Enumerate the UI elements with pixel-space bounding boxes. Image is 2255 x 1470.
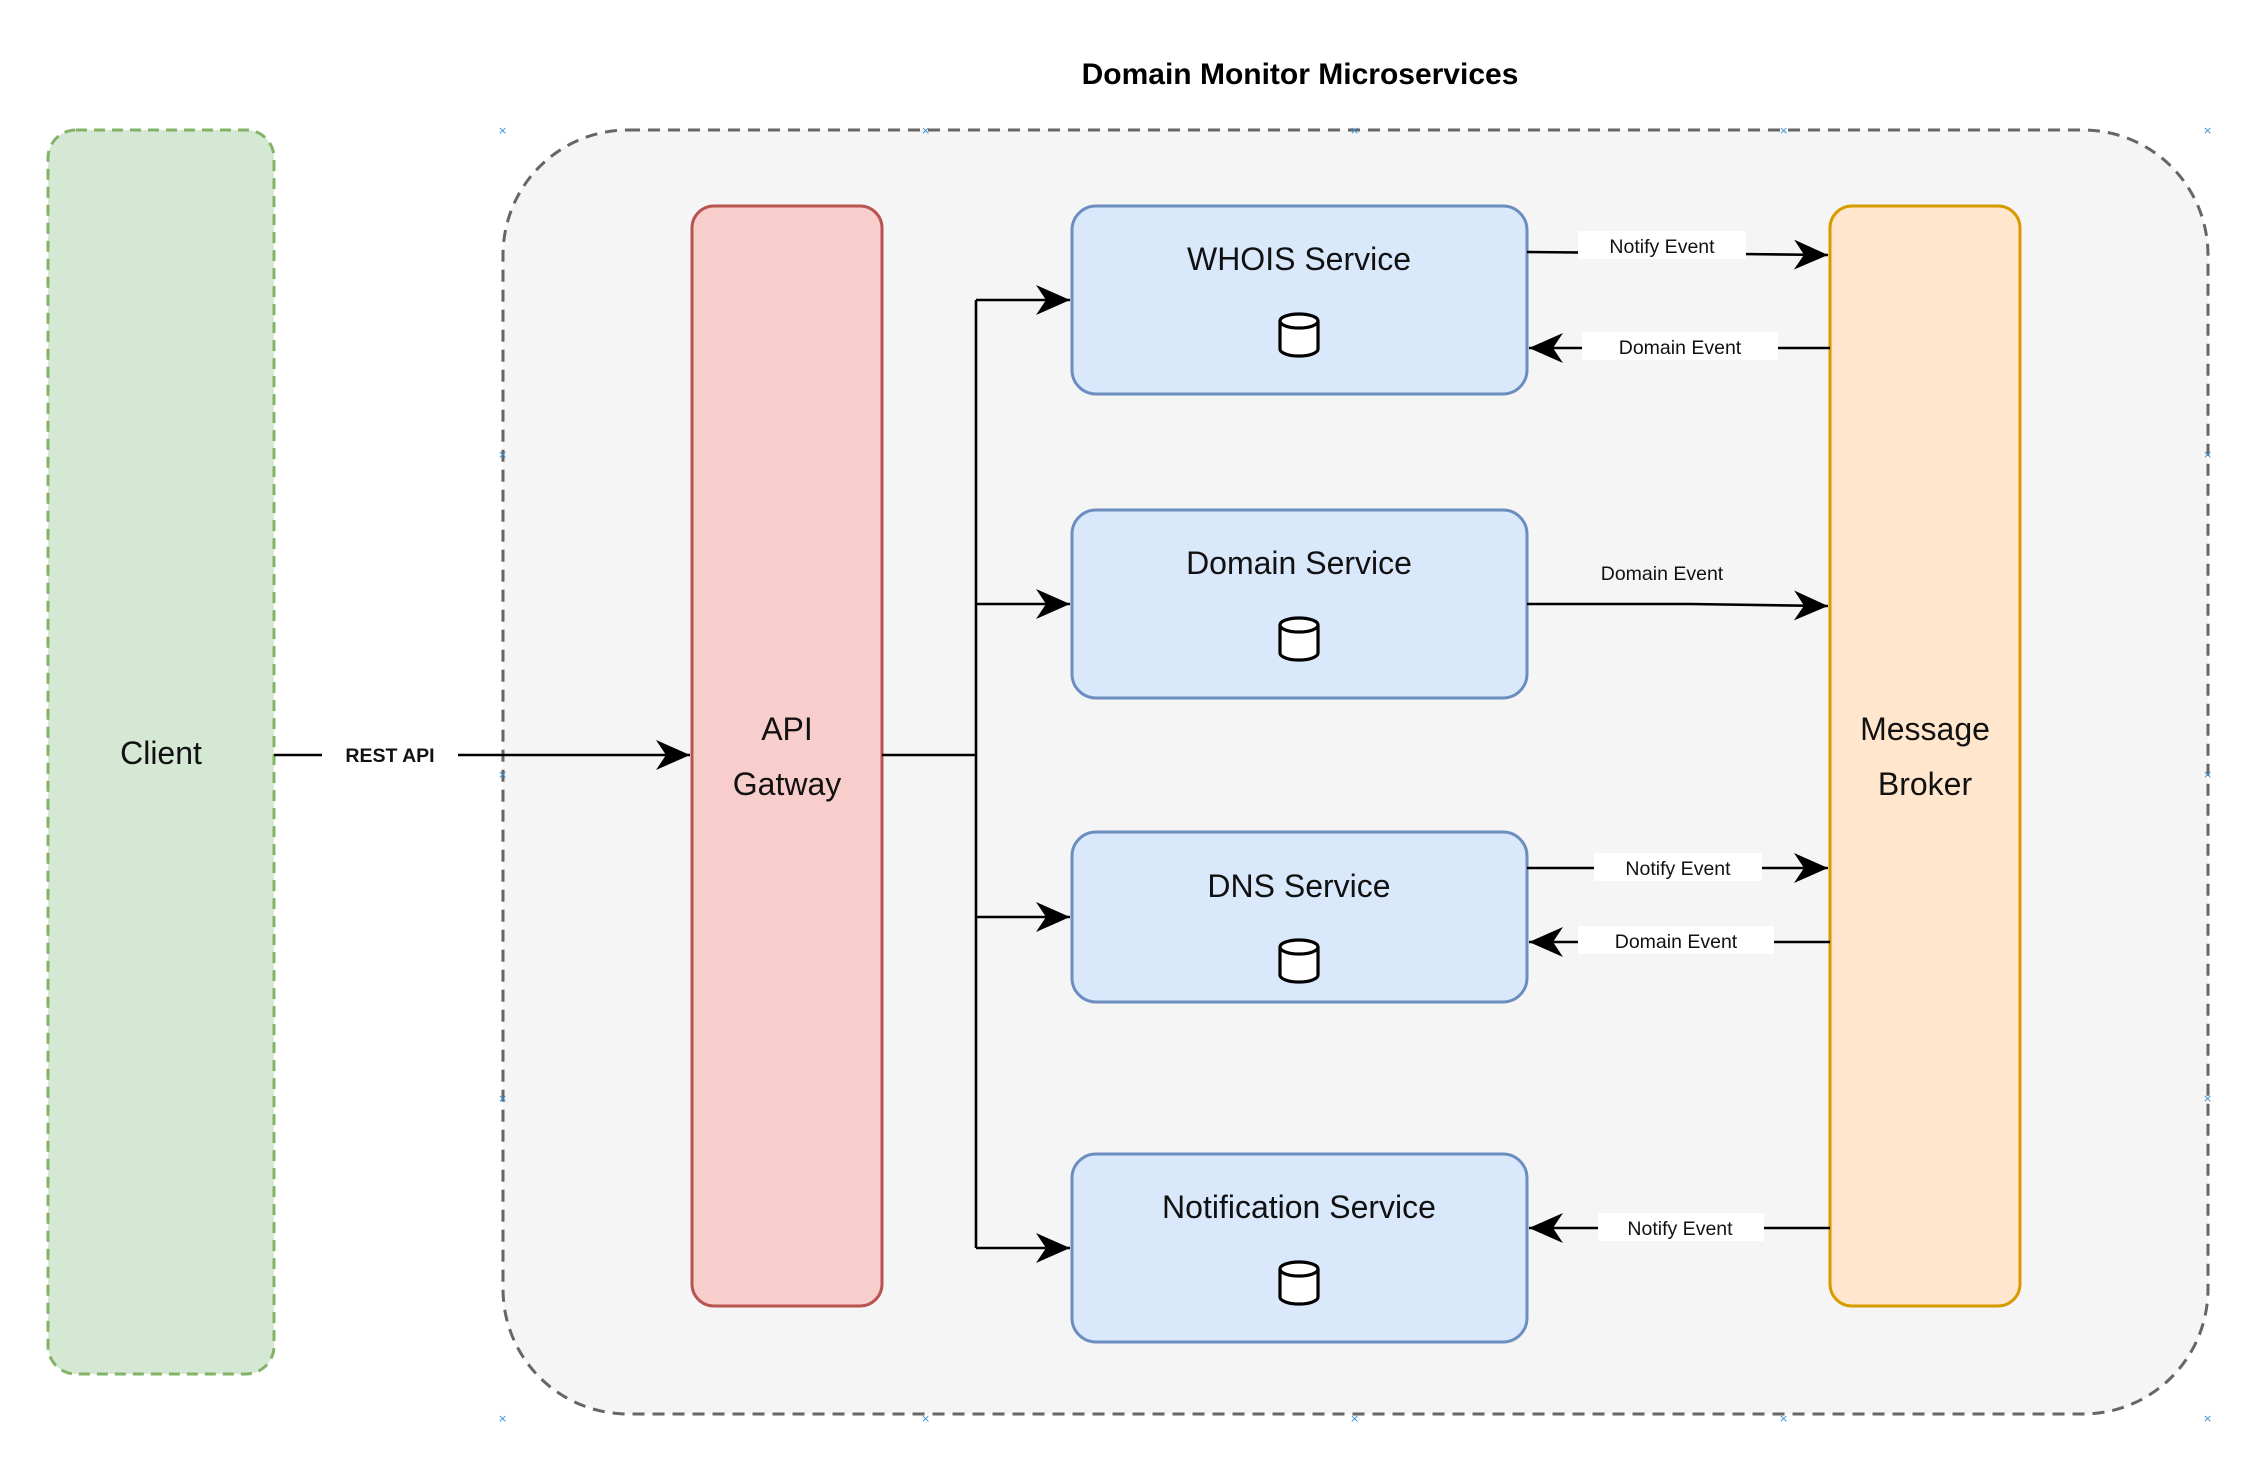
edge-dns-notify-event[interactable]: Notify Event <box>1527 853 1828 883</box>
message-broker-node[interactable]: Message Broker <box>1828 204 2022 1308</box>
selection-handle: × <box>498 1412 507 1425</box>
whois-service-node[interactable]: WHOIS Service <box>1070 204 1529 396</box>
selection-handle: × <box>2203 1412 2212 1425</box>
selection-handle: × <box>1350 124 1359 137</box>
edge-label-notify-event: Notify Event <box>1625 858 1731 880</box>
edge-label-notify-event: Notify Event <box>1609 236 1715 258</box>
edge-label-notify-event: Notify Event <box>1627 1218 1733 1240</box>
notification-service-label: Notification Service <box>1162 1189 1436 1225</box>
microservices-container[interactable]: × × × × × × × × × × × × × × × × <box>498 124 2212 1425</box>
database-icon <box>1278 312 1320 358</box>
edge-label-domain-event: Domain Event <box>1619 337 1742 359</box>
edge-whois-domain-event[interactable]: Domain Event <box>1529 332 1830 363</box>
domain-service-label: Domain Service <box>1186 545 1412 581</box>
selection-handle: × <box>1779 1412 1788 1425</box>
notification-service-node[interactable]: Notification Service <box>1070 1152 1529 1344</box>
api-gateway-node[interactable]: API Gatway <box>690 204 884 1308</box>
selection-handle: × <box>921 124 930 137</box>
database-icon <box>1278 1260 1320 1306</box>
selection-handle: × <box>498 124 507 137</box>
edge-whois-notify-event[interactable]: Notify Event <box>1526 231 1829 270</box>
whois-service-box[interactable] <box>1070 204 1529 396</box>
selection-markers: × × × × × × × × × × × × × × × × <box>498 124 2212 1425</box>
message-broker-label-line2: Broker <box>1878 766 1973 802</box>
edge-client-to-gateway[interactable]: REST API <box>274 740 690 770</box>
selection-handle: × <box>2203 768 2212 781</box>
dns-service-node[interactable]: DNS Service <box>1070 830 1529 1004</box>
selection-handle: × <box>1350 1412 1359 1425</box>
api-gateway-box[interactable] <box>690 204 884 1308</box>
dns-service-label: DNS Service <box>1207 868 1390 904</box>
container-box[interactable] <box>501 128 2210 1416</box>
edge-label-domain-event: Domain Event <box>1615 931 1738 953</box>
domain-service-node[interactable]: Domain Service <box>1070 508 1529 700</box>
edge-gateway-fanout[interactable] <box>882 300 978 1248</box>
message-broker-box[interactable] <box>1828 204 2022 1308</box>
selection-handle: × <box>498 1092 507 1105</box>
edge-notification-notify-event[interactable]: Notify Event <box>1529 1213 1830 1243</box>
client-node[interactable]: Client <box>46 128 276 1376</box>
selection-handle: × <box>921 1412 930 1425</box>
edge-label-domain-event: Domain Event <box>1601 563 1724 585</box>
whois-service-label: WHOIS Service <box>1187 241 1411 277</box>
selection-handle: × <box>2203 124 2212 137</box>
edge-domain-service-event[interactable]: Domain Event <box>1527 563 1829 621</box>
notification-service-box[interactable] <box>1070 1152 1529 1344</box>
api-gateway-label-line2: Gatway <box>733 766 841 802</box>
message-broker-label-line1: Message <box>1860 711 1990 747</box>
client-box[interactable] <box>46 128 276 1376</box>
selection-handle: × <box>498 768 507 781</box>
diagram-title: Domain Monitor Microservices <box>1082 58 1519 91</box>
database-icon <box>1278 616 1320 662</box>
database-icon <box>1278 938 1320 984</box>
dns-service-box[interactable] <box>1070 830 1529 1004</box>
domain-service-box[interactable] <box>1070 508 1529 700</box>
edge-dns-domain-event[interactable]: Domain Event <box>1529 926 1830 957</box>
selection-handle: × <box>1779 124 1788 137</box>
edge-label-rest-api: REST API <box>345 745 434 767</box>
selection-handle: × <box>2203 1092 2212 1105</box>
selection-handle: × <box>2203 448 2212 461</box>
selection-handle: × <box>498 448 507 461</box>
client-label: Client <box>120 735 202 771</box>
api-gateway-label-line1: API <box>761 711 813 747</box>
